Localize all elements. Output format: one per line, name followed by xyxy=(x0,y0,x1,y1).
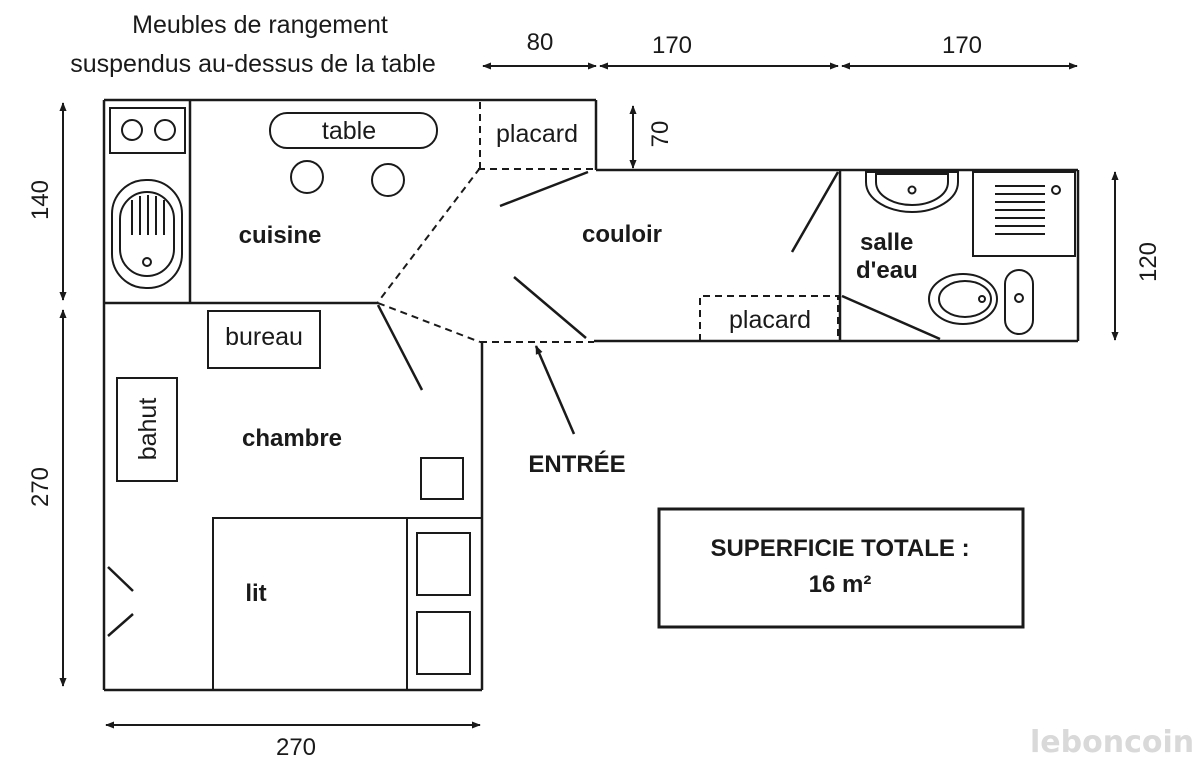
bureau xyxy=(207,310,321,369)
entrance-arrow xyxy=(534,345,576,435)
chair-right xyxy=(371,163,405,197)
total-surface-box xyxy=(657,507,1025,629)
nightstand xyxy=(407,517,482,675)
total-surface-title: SUPERFICIE TOTALE : xyxy=(710,535,969,562)
dim-top-170-a: 170 xyxy=(652,32,692,59)
placard-top-label: placard xyxy=(496,120,578,148)
entrance-label: ENTRÉE xyxy=(528,450,625,478)
placard-bottom-label: placard xyxy=(729,306,811,334)
storage-note-line2: suspendus au-dessus de la table xyxy=(70,50,436,78)
kitchen-sink xyxy=(111,179,183,289)
storage-note-line1: Meubles de rangement xyxy=(132,11,388,39)
dim-top-80: 80 xyxy=(527,29,554,56)
room-lit: lit xyxy=(245,580,266,607)
dim-top-170-b: 170 xyxy=(942,32,982,59)
room-cuisine: cuisine xyxy=(239,222,322,249)
stove xyxy=(109,107,186,154)
bureau-label: bureau xyxy=(225,323,303,351)
bahut-label: bahut xyxy=(134,398,162,461)
leboncoin-watermark: leboncoin xyxy=(1030,725,1194,760)
dim-left-270: 270 xyxy=(27,467,54,507)
shower xyxy=(972,171,1076,257)
dim-left-140: 140 xyxy=(27,180,54,220)
room-salle-line1: salle xyxy=(860,229,913,256)
dim-bottom-270: 270 xyxy=(276,734,316,761)
room-salle-line2: d'eau xyxy=(856,257,918,284)
toilet xyxy=(928,269,1034,335)
walls xyxy=(102,98,1080,692)
table-label: table xyxy=(322,117,376,145)
dim-placard-70: 70 xyxy=(647,121,674,148)
dim-right-120: 120 xyxy=(1135,242,1162,282)
chair-left xyxy=(290,160,324,194)
dashed-openings xyxy=(377,102,839,343)
chambre-small-square xyxy=(420,457,464,500)
room-couloir: couloir xyxy=(582,221,662,248)
total-surface-value: 16 m² xyxy=(809,571,872,598)
door-swings xyxy=(107,170,941,637)
bathroom-basin xyxy=(865,171,959,214)
room-chambre: chambre xyxy=(242,425,342,452)
bed xyxy=(212,517,408,691)
table xyxy=(269,112,438,149)
bahut xyxy=(116,377,178,482)
